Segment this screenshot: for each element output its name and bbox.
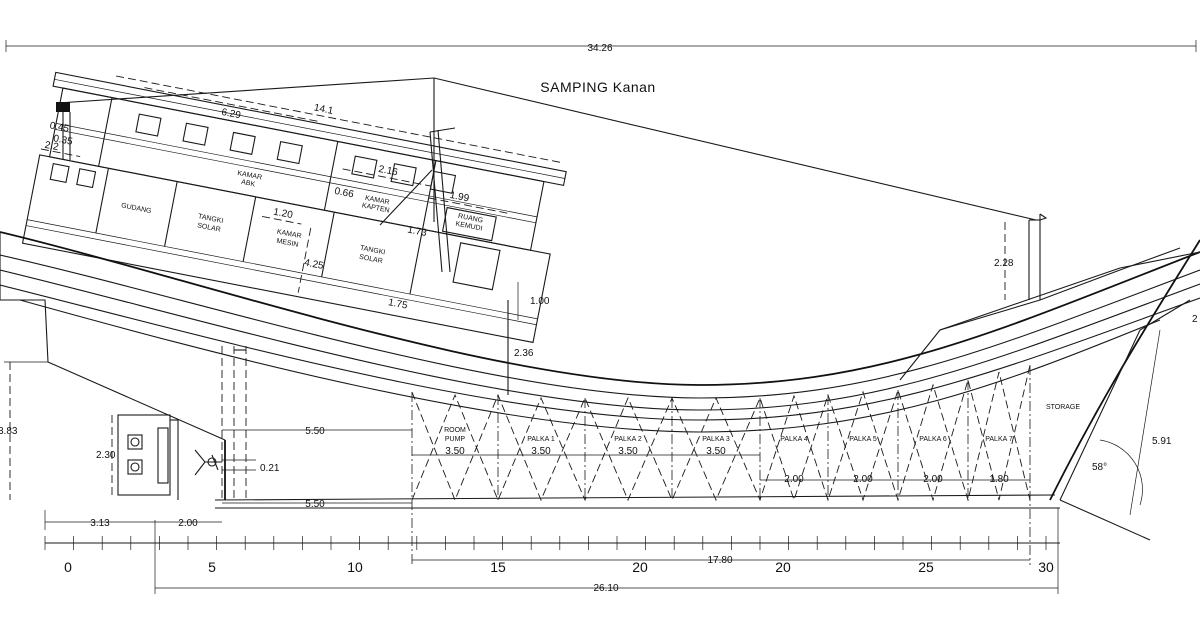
room-kamar-abk-label-1: KAMAR	[237, 170, 263, 182]
dim-2-30: 2.30	[96, 450, 116, 461]
dim-26-10: 26.10	[593, 583, 618, 594]
axis-tick-label: 5	[208, 559, 216, 575]
axis-minor-ticks	[44, 536, 1047, 550]
hull	[0, 231, 1200, 541]
dim-14-1: 14.1	[313, 102, 335, 117]
room-ruang-kemudi-label-1: RUANG	[457, 213, 483, 225]
dim-17-80: 17.80	[707, 555, 732, 566]
dim-0-21: 0.21	[260, 463, 280, 474]
room-gudang-label: GUDANG	[120, 202, 152, 215]
axis-tick-label: 15	[490, 559, 506, 575]
hold-span-labels: 3.50 3.50 3.50 3.50 2.00 2.00 2.00 1.80	[445, 446, 1009, 485]
palka-6-label: PALKA 6	[919, 436, 947, 443]
axis-tick-label: 20	[632, 559, 648, 575]
aft-mast	[56, 102, 71, 160]
dim-2-28: 2.28	[994, 258, 1014, 269]
misc-dimensions: 2.36 1.00 2.28 3.83 2.30 5.50 5.50 0.21 …	[0, 222, 1198, 594]
dim-6-29: 6.29	[220, 107, 242, 122]
hold-span-label: 3.50	[706, 446, 726, 457]
storage-label: STORAGE	[1046, 404, 1080, 411]
overall-length-label: 34.26	[587, 43, 612, 54]
palka-1-label: PALKA 1	[527, 436, 555, 443]
room-pump-label-1: ROOM	[444, 427, 466, 434]
dim-1-73: 1.73	[406, 225, 428, 240]
dim-0-35: 0.35	[52, 133, 74, 148]
dim-5-91: 5.91	[1152, 436, 1172, 447]
axis-tick-label: 25	[918, 559, 934, 575]
drawing-title: SAMPING Kanan	[540, 79, 655, 95]
dim-3-83: 3.83	[0, 426, 18, 437]
dim-1-20: 1.20	[272, 207, 294, 222]
axis-tick-label: 0	[64, 559, 72, 575]
dim-2-00: 2.00	[178, 518, 198, 529]
room-tangki-solar-label-2b: SOLAR	[359, 254, 384, 265]
room-kamar-kapten-label-1: KAMAR	[364, 195, 390, 207]
overall-length-dimension: 34.26	[5, 40, 1197, 54]
dim-1-75: 1.75	[387, 297, 409, 312]
dim-0-66: 0.66	[333, 186, 355, 201]
room-pump-label-2: PUMP	[445, 436, 466, 443]
room-tangki-solar-label-1b: SOLAR	[197, 222, 222, 233]
dim-angle-58: 58°	[1092, 462, 1107, 473]
room-tangki-solar-label-2a: TANGKI	[359, 245, 385, 257]
palka-4-label: PALKA 4	[780, 436, 808, 443]
hold-span-label: 2.00	[923, 474, 943, 485]
dim-2-16: 2.16	[377, 164, 399, 179]
room-kamar-mesin-label-1: KAMAR	[276, 229, 302, 241]
hold-span-label: 3.50	[618, 446, 638, 457]
room-tangki-solar-label-1a: TANGKI	[197, 213, 223, 225]
forward-mast	[1028, 213, 1048, 300]
room-kamar-abk-label-2: ABK	[241, 179, 256, 189]
palka-7-label: PALKA 7	[985, 436, 1013, 443]
dim-5-50-lower: 5.50	[305, 499, 325, 510]
stern-gear	[117, 346, 247, 500]
axis-tick-label: 30	[1038, 559, 1054, 575]
hold-span-label: 3.50	[531, 446, 551, 457]
dim-1-00: 1.00	[530, 296, 550, 307]
dim-2-36: 2.36	[514, 348, 534, 359]
dim-bow-edge: 2	[1192, 314, 1198, 325]
palka-3-label: PALKA 3	[702, 436, 730, 443]
axis-tick-label: 10	[347, 559, 363, 575]
hold-span-label: 1.80	[989, 474, 1009, 485]
station-axis: 0 5 10 15 20 20 25 30	[44, 536, 1060, 575]
fish-holds: ROOM PUMP PALKA 1 PALKA 2 PALKA 3 PALKA …	[411, 364, 1080, 565]
dim-1-99: 1.99	[449, 190, 471, 205]
dim-4-25: 4.25	[303, 257, 325, 272]
palka-2-label: PALKA 2	[614, 436, 642, 443]
hold-span-label: 2.00	[784, 474, 804, 485]
dim-3-13: 3.13	[90, 518, 110, 529]
superstructure: KAMAR ABK GUDANG TANGKI SOLAR KAMAR KAPT…	[21, 71, 567, 344]
axis-tick-label: 20	[775, 559, 791, 575]
hold-span-label: 2.00	[853, 474, 873, 485]
axis-tick-labels: 0 5 10 15 20 20 25 30	[64, 559, 1054, 575]
dim-5-50-upper: 5.50	[305, 426, 325, 437]
room-kamar-mesin-label-2: MESIN	[276, 238, 299, 249]
dim-0-45: 0.45	[49, 120, 71, 135]
hold-span-label: 3.50	[445, 446, 465, 457]
palka-5-label: PALKA 5	[849, 436, 877, 443]
dim-2-2: 2.2	[44, 140, 60, 154]
